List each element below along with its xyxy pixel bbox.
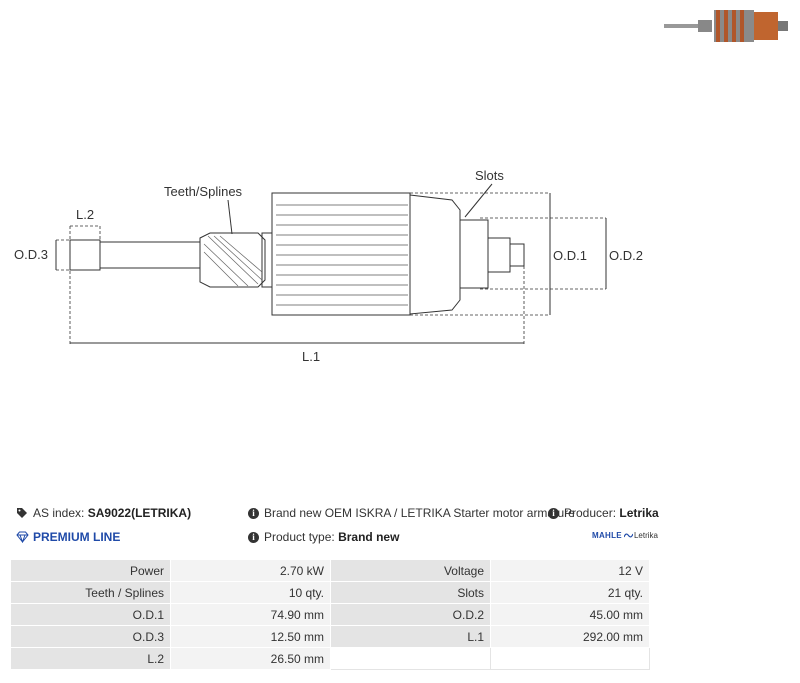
od3-label: O.D.3 [14, 247, 48, 262]
producer-label: Producer: [564, 506, 617, 520]
thumb-commutator [754, 12, 778, 40]
product-type-value: Brand new [338, 530, 400, 544]
l2-label: L.2 [76, 207, 94, 222]
diamond-icon [16, 531, 29, 543]
teeth-label: Teeth/Splines [164, 184, 243, 199]
as-index-label: AS index: [33, 506, 85, 520]
product-type-label: Product type: [264, 530, 335, 544]
info-icon: i [248, 531, 259, 543]
spec-key: Slots [330, 581, 491, 604]
info-icon: i [548, 507, 559, 519]
thumb-end [778, 21, 788, 31]
table-row: O.D.3 12.50 mm L.1 292.00 mm [10, 625, 650, 648]
od1-label: O.D.1 [553, 248, 587, 263]
as-index-value: SA9022(LETRIKA) [87, 506, 192, 520]
dimension-arrows [55, 183, 607, 344]
armature-drawing: Teeth/Splines Slots L.2 O.D.3 O.D.1 O.D.… [14, 168, 643, 364]
spec-value: 12.50 mm [170, 625, 331, 648]
thumb-shaft [664, 24, 700, 28]
product-type-row: i Product type: Brand new [248, 530, 399, 544]
slots-label: Slots [475, 168, 504, 183]
spec-key: Power [10, 559, 171, 582]
brand-logo: MAHLE Letrika [592, 531, 658, 540]
description-row: i Brand new OEM ISKRA / LETRIKA Starter … [248, 506, 575, 520]
info-icon: i [248, 507, 259, 519]
table-row: L.2 26.50 mm [10, 647, 650, 670]
producer-row: i Producer: Letrika [548, 506, 659, 520]
spec-value: 2.70 kW [170, 559, 331, 582]
spec-key: O.D.2 [330, 603, 491, 626]
table-row: Power 2.70 kW Voltage 12 V [10, 559, 650, 582]
spec-key: Teeth / Splines [10, 581, 171, 604]
l1-label: L.1 [302, 349, 320, 364]
spec-value: 12 V [490, 559, 650, 582]
thumb-windings [716, 10, 744, 42]
premium-line-row: PREMIUM LINE [16, 530, 120, 544]
mahle-logo-text: MAHLE [592, 531, 622, 540]
producer-value: Letrika [619, 506, 659, 520]
spec-value-empty [490, 647, 650, 670]
armature-outline [69, 192, 525, 316]
tag-icon [17, 508, 27, 518]
gear-tooth-lines [203, 235, 263, 287]
thumb-gear [698, 20, 712, 32]
table-row: Teeth / Splines 10 qty. Slots 21 qty. [10, 581, 650, 604]
spec-key: Voltage [330, 559, 491, 582]
specs-table: Power 2.70 kW Voltage 12 V Teeth / Splin… [10, 559, 650, 670]
spec-key: O.D.3 [10, 625, 171, 648]
product-thumbnail[interactable] [664, 6, 790, 46]
spec-value: 74.90 mm [170, 603, 331, 626]
spec-key: O.D.1 [10, 603, 171, 626]
spec-value: 45.00 mm [490, 603, 650, 626]
dimension-guides [56, 192, 606, 346]
table-row: O.D.1 74.90 mm O.D.2 45.00 mm [10, 603, 650, 626]
core-slot-lines [276, 204, 408, 306]
spec-key-empty [330, 647, 491, 670]
od2-label: O.D.2 [609, 248, 643, 263]
spec-key: L.1 [330, 625, 491, 648]
spec-value: 292.00 mm [490, 625, 650, 648]
letrika-logo-text: Letrika [633, 531, 658, 540]
spec-value: 10 qty. [170, 581, 331, 604]
letrika-wave-icon [623, 533, 633, 538]
spec-value: 21 qty. [490, 581, 650, 604]
as-index-row: AS index: SA9022(LETRIKA) [16, 506, 191, 520]
description-text: Brand new OEM ISKRA / LETRIKA Starter mo… [264, 506, 575, 520]
spec-value: 26.50 mm [170, 647, 331, 670]
premium-line-label: PREMIUM LINE [33, 530, 121, 544]
spec-key: L.2 [10, 647, 171, 670]
